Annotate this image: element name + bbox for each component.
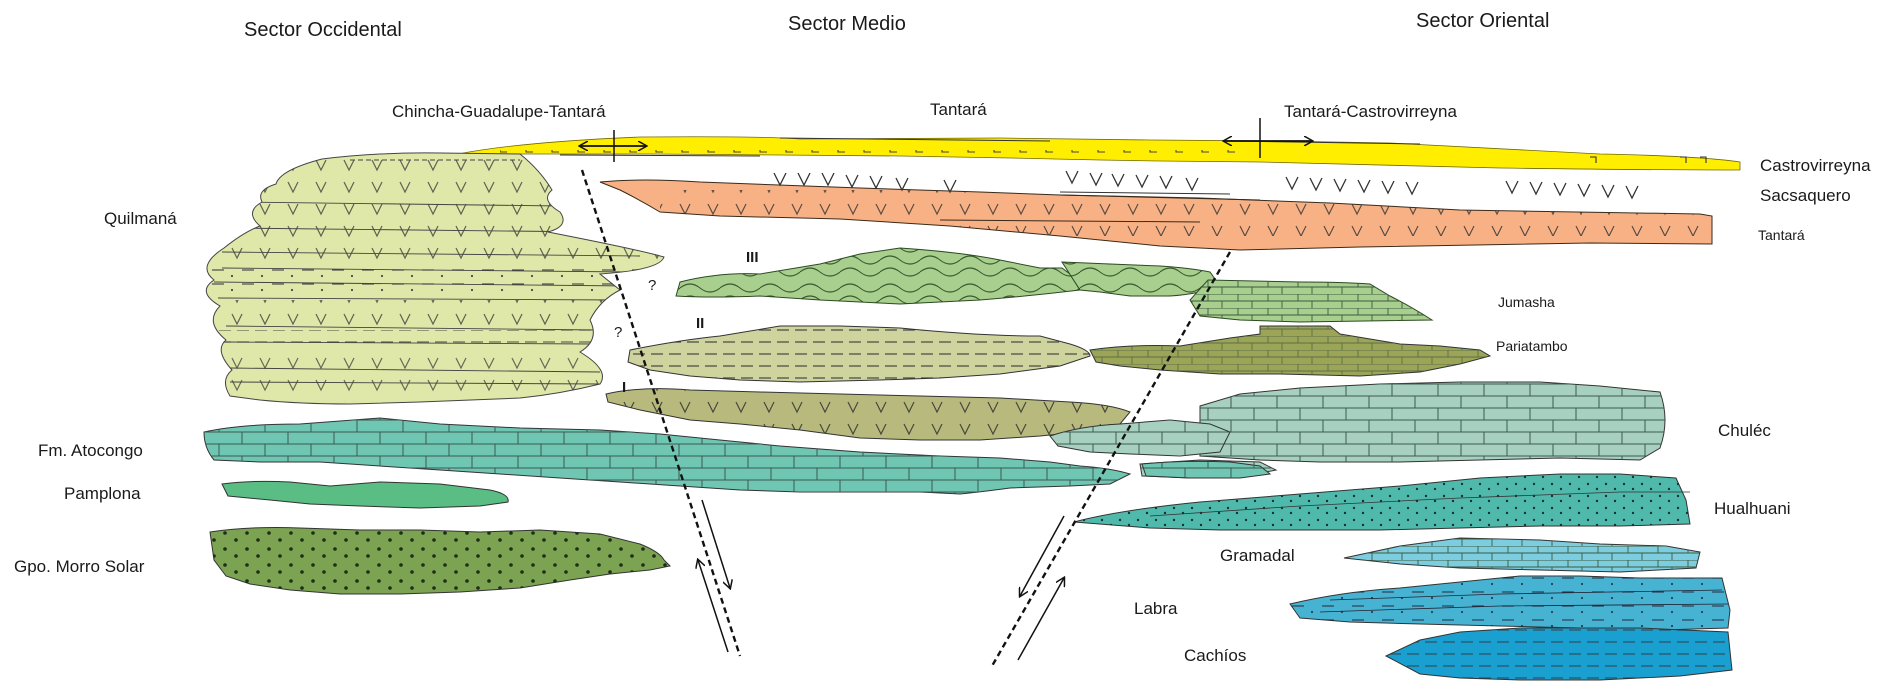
hualhuani-label: Hualhuani (1714, 499, 1791, 518)
arrow-east-up (1018, 578, 1064, 660)
sector-east-title: Sector Oriental (1416, 10, 1549, 32)
pamplona-label: Pamplona (64, 484, 141, 503)
castrovirreyna-l-pattern (500, 150, 1240, 162)
level-II-label: II (696, 315, 704, 332)
sector-middle-title: Sector Medio (788, 13, 906, 35)
fault-west-label: Chincha-Guadalupe-Tantará (392, 102, 606, 121)
fault-east-line (992, 252, 1230, 666)
fault-middle-label: Tantará (930, 100, 987, 119)
atocongo-label: Fm. Atocongo (38, 441, 143, 460)
cachios-label: Cachíos (1184, 646, 1246, 665)
morro-solar-label: Gpo. Morro Solar (14, 557, 145, 576)
level-I-label: I (622, 379, 626, 396)
pariatambo-label: Pariatambo (1496, 338, 1568, 354)
uncertain-mark-lower: ? (614, 324, 622, 341)
arrow-east-down (1020, 516, 1064, 596)
uncertain-mark-upper: ? (648, 277, 656, 294)
quilmana-label: Quilmaná (104, 209, 177, 228)
pamplona-layer (222, 481, 508, 508)
chulec-label: Chuléc (1718, 421, 1771, 440)
tantara-label: Tantará (1758, 227, 1805, 243)
sacsaquero-label: Sacsaquero (1760, 186, 1851, 205)
fault-east-label: Tantará-Castrovirreyna (1284, 102, 1457, 121)
labra-label: Labra (1134, 599, 1178, 618)
castrovirreyna-label: Castrovirreyna (1760, 156, 1871, 175)
arrow-west-down (702, 500, 730, 588)
gramadal-label: Gramadal (1220, 546, 1295, 565)
sector-west-title: Sector Occidental (244, 19, 402, 41)
level-III-label: III (746, 249, 759, 266)
jumasha-label: Jumasha (1498, 294, 1555, 310)
tantara-v-pattern (660, 190, 1700, 236)
